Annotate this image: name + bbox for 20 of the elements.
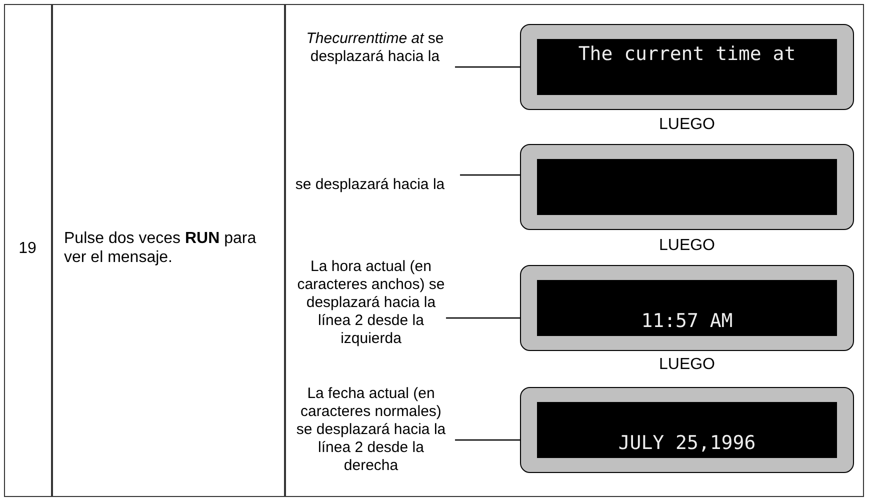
display-text: 11:57 AM [640, 310, 734, 332]
display-text: The current time at [577, 43, 797, 65]
step-number: 19 [18, 240, 38, 258]
display-text: JULY 25,1996 [617, 432, 757, 454]
instruction-text: Pulse dos veces RUN para ver el mensaje. [64, 229, 258, 267]
led-display-panel [520, 144, 854, 230]
leader-line [455, 439, 521, 441]
leader-line [460, 174, 521, 176]
instruction-text: La fecha actual (en caracteres normales) se desplazará hacia la línea 2 desde la derecha [296, 385, 446, 475]
sequence-label: LUEGO [658, 356, 716, 374]
sequence-label: LUEGO [658, 237, 716, 255]
led-display-panel [520, 265, 854, 351]
led-display-panel [520, 387, 854, 473]
instruction-text: Thecurrenttime at se desplazará hacia la [300, 30, 450, 66]
sequence-label: LUEGO [658, 116, 716, 134]
leader-line [455, 66, 521, 68]
led-display-panel [520, 24, 854, 110]
instruction-text: La hora actual (en caracteres anchos) se desplazará hacia la línea 2 desde la izquierda [296, 258, 446, 348]
instruction-text: se desplazará hacia la [295, 176, 445, 194]
leader-line [446, 317, 521, 319]
